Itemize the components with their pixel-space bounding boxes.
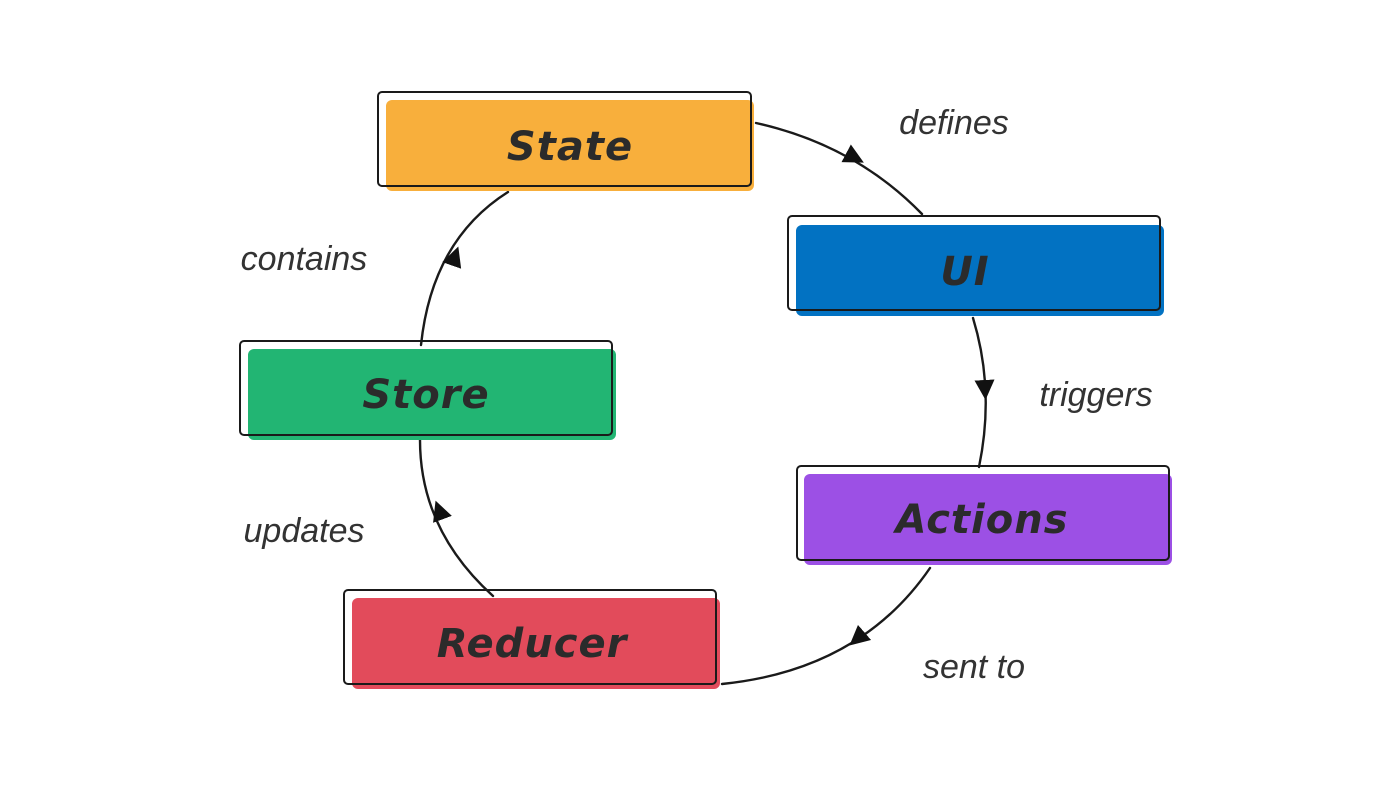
node-ui-label: UI (940, 249, 989, 295)
edge-label-triggers: triggers (1039, 376, 1152, 414)
node-ui-outline (787, 215, 1161, 311)
arrow-store-to-state (442, 246, 462, 269)
node-store-label: Store (362, 372, 489, 418)
edge-label-defines: defines (899, 104, 1009, 142)
node-store: Store (239, 340, 616, 440)
edge-label-updates: updates (244, 512, 365, 550)
node-state-label: State (507, 124, 633, 170)
edge-reducer-to-store (418, 438, 495, 598)
node-reducer-box (352, 598, 720, 689)
node-actions-label: Actions (892, 497, 1068, 543)
node-ui-box (796, 225, 1164, 316)
node-state-outline (377, 91, 752, 187)
edge-ui-to-actions (971, 316, 987, 469)
node-actions: Actions (796, 465, 1172, 565)
node-state: State (377, 91, 754, 191)
edge-label-sent-to: sent to (923, 648, 1025, 686)
node-reducer-outline (343, 589, 717, 685)
edge-state-to-ui (754, 121, 924, 216)
node-store-box (248, 349, 616, 440)
node-store-outline (239, 340, 613, 436)
edge-store-to-state (419, 190, 510, 347)
node-state-box (386, 100, 754, 191)
node-actions-outline (796, 465, 1170, 561)
edge-actions-to-reducer (720, 566, 932, 686)
node-reducer-label: Reducer (437, 621, 629, 667)
node-reducer: Reducer (343, 589, 720, 689)
node-ui: UI (787, 215, 1164, 316)
node-actions-box (804, 474, 1172, 565)
edge-label-contains: contains (241, 240, 368, 278)
